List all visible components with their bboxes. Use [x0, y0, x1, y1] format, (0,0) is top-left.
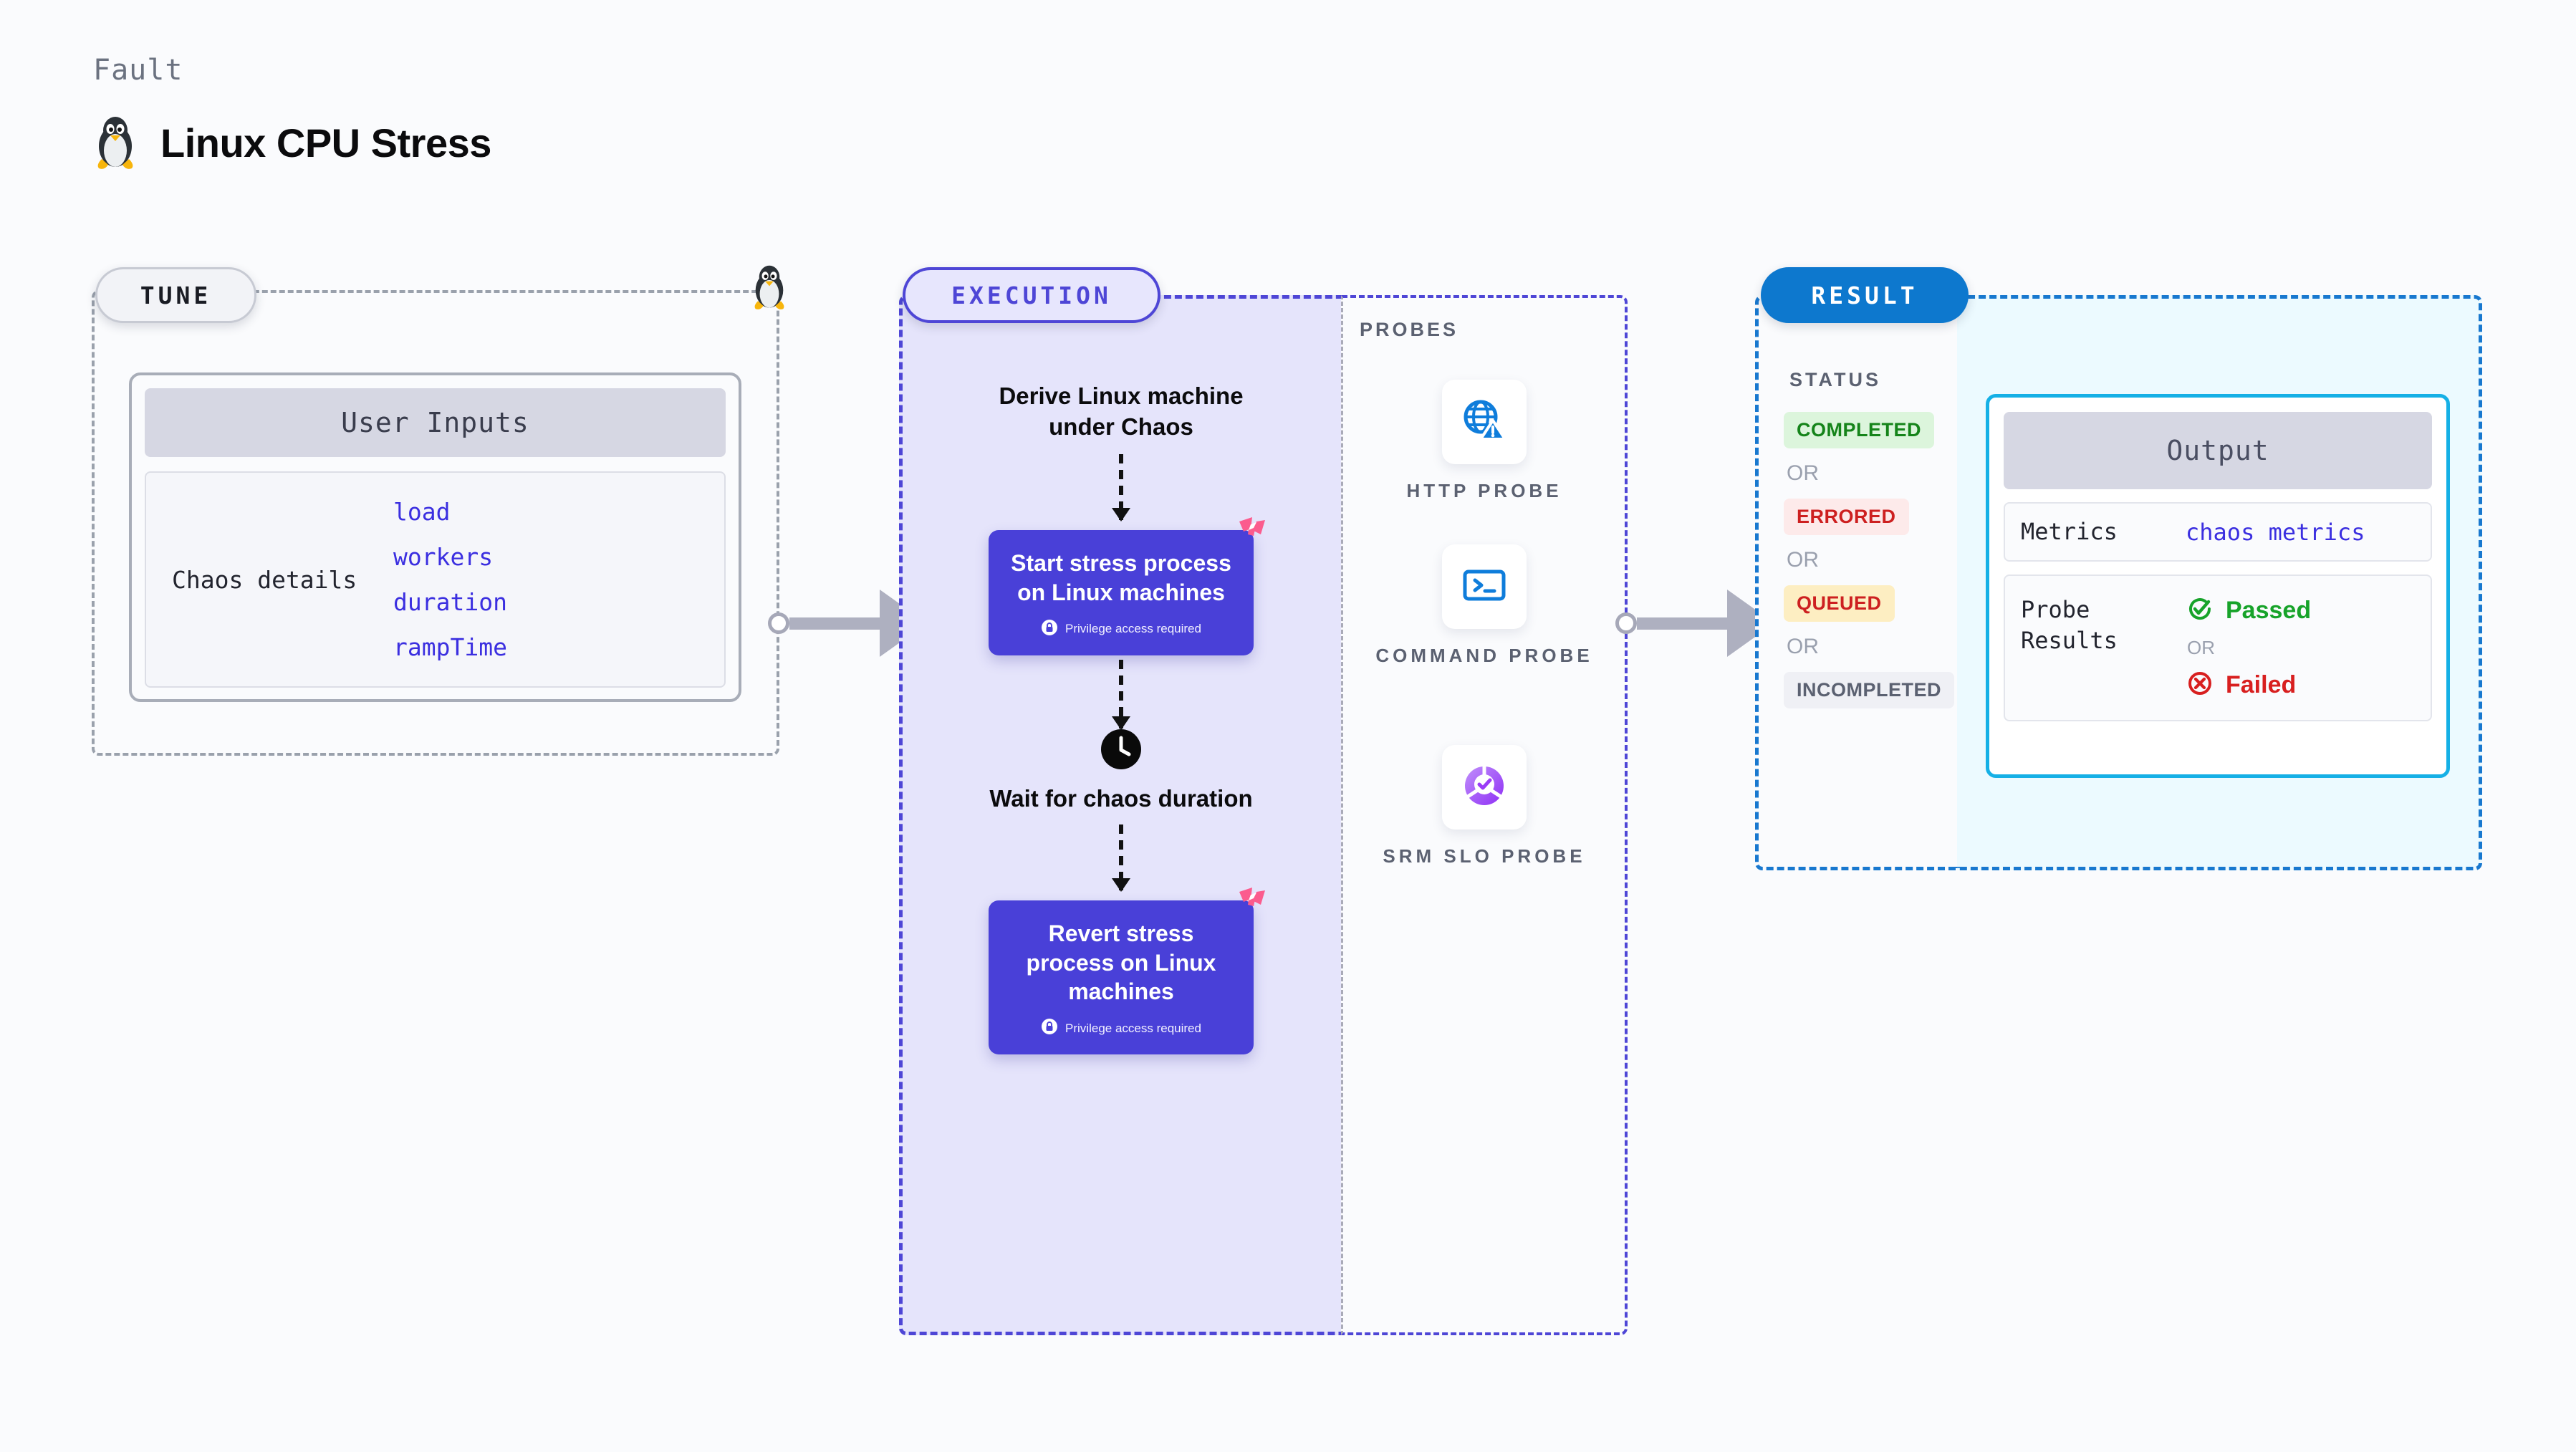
- result-pill[interactable]: RESULT: [1761, 267, 1969, 323]
- globe-warning-icon: [1458, 395, 1510, 450]
- output-header: Output: [2004, 412, 2432, 489]
- clock-icon: [1100, 729, 1142, 774]
- page-eyebrow: Fault: [93, 54, 183, 87]
- privilege-note-text-1: Privilege access required: [1065, 622, 1201, 636]
- status-title: STATUS: [1789, 369, 1881, 390]
- probe-result-passed-label: Passed: [2226, 597, 2312, 625]
- status-list: COMPLETED OR ERRORED OR QUEUED OR INCOMP…: [1784, 412, 1955, 708]
- output-probe-results-values: Passed OR Failed: [2186, 595, 2311, 701]
- linux-penguin-icon: [93, 115, 138, 170]
- check-circle-icon: [2186, 595, 2214, 627]
- page-title: Linux CPU Stress: [160, 120, 491, 165]
- input-field-ramptime[interactable]: rampTime: [393, 633, 507, 661]
- status-badge-queued: QUEUED: [1784, 585, 1895, 622]
- output-metrics-label: Metrics: [2021, 518, 2118, 545]
- chaos-details-row: Chaos details load workers duration ramp…: [145, 471, 726, 688]
- lock-icon: [1041, 1018, 1058, 1039]
- chaos-details-values: load workers duration rampTime: [393, 498, 507, 661]
- lock-icon: [1041, 619, 1058, 640]
- status-or-1: OR: [1787, 461, 1819, 485]
- action-revert-stress-title: Revert stress process on Linux machines: [1026, 920, 1216, 1005]
- status-badge-errored: ERRORED: [1784, 499, 1909, 535]
- probe-http[interactable]: HTTP PROBE: [1341, 380, 1628, 504]
- action-start-stress-title: Start stress process on Linux machines: [1011, 549, 1231, 605]
- probe-srm-slo-label: SRM SLO PROBE: [1383, 845, 1586, 867]
- probe-command[interactable]: COMMAND PROBE: [1341, 544, 1628, 668]
- tune-edge-penguin-icon: [751, 264, 788, 314]
- probe-http-label: HTTP PROBE: [1406, 480, 1562, 501]
- harness-logo-icon: [1235, 513, 1269, 551]
- output-probe-results-label: Probe Results: [2021, 596, 2118, 655]
- status-badge-incompleted: INCOMPLETED: [1784, 672, 1955, 708]
- probe-result-failed-label: Failed: [2226, 671, 2297, 699]
- probe-result-failed: Failed: [2186, 669, 2311, 701]
- flow-arrow-1: [1119, 453, 1123, 520]
- probe-srm-slo[interactable]: SRM SLO PROBE: [1341, 745, 1628, 869]
- probes-title: PROBES: [1360, 319, 1459, 340]
- probe-result-or: OR: [2187, 637, 2215, 659]
- user-inputs-header: User Inputs: [145, 388, 726, 457]
- flow-step-derive-label: Derive Linux machine under Chaos: [999, 383, 1244, 440]
- connector-line: [1637, 617, 1729, 630]
- tune-panel: [92, 290, 779, 756]
- status-or-2: OR: [1787, 548, 1819, 572]
- page-title-row: Linux CPU Stress: [93, 115, 491, 170]
- output-metrics-row: Metrics chaos metrics: [2004, 502, 2432, 562]
- tune-pill[interactable]: TUNE: [95, 267, 256, 323]
- connector-start-dot: [1615, 612, 1637, 634]
- probe-srm-slo-tile[interactable]: [1442, 745, 1527, 830]
- x-circle-icon: [2186, 669, 2214, 701]
- action-revert-stress[interactable]: Revert stress process on Linux machines …: [989, 887, 1265, 1055]
- output-probe-results-row: Probe Results Passed OR: [2004, 574, 2432, 722]
- harness-logo-icon: [1235, 883, 1269, 921]
- output-metrics-value[interactable]: chaos metrics: [2186, 518, 2365, 546]
- flow-arrow-2: [1119, 659, 1123, 729]
- slo-donut-check-icon: [1459, 761, 1509, 814]
- flow-arrow-3: [1119, 824, 1123, 890]
- privilege-note-text-2: Privilege access required: [1065, 1021, 1201, 1035]
- status-or-3: OR: [1787, 635, 1819, 658]
- action-start-stress[interactable]: Start stress process on Linux machines P…: [989, 516, 1265, 655]
- output-card: Output Metrics chaos metrics Probe Resul…: [1986, 394, 2450, 778]
- terminal-icon: [1459, 560, 1509, 614]
- connector-start-dot: [768, 612, 789, 634]
- probe-command-label: COMMAND PROBE: [1375, 645, 1593, 666]
- input-field-workers[interactable]: workers: [393, 543, 494, 571]
- input-field-load[interactable]: load: [393, 498, 451, 526]
- result-status-panel: [1755, 295, 1959, 870]
- status-badge-completed: COMPLETED: [1784, 412, 1935, 448]
- privilege-note-2: Privilege access required: [1001, 1018, 1241, 1039]
- probe-command-tile[interactable]: [1442, 544, 1527, 629]
- flow-step-wait-label: Wait for chaos duration: [989, 784, 1253, 812]
- input-field-duration[interactable]: duration: [393, 588, 507, 616]
- probe-http-tile[interactable]: [1442, 380, 1527, 464]
- probe-result-passed: Passed: [2186, 595, 2311, 627]
- user-inputs-card: User Inputs Chaos details load workers d…: [129, 372, 741, 702]
- chaos-details-label: Chaos details: [172, 565, 357, 594]
- execution-pill[interactable]: EXECUTION: [903, 267, 1160, 323]
- privilege-note-1: Privilege access required: [1001, 619, 1241, 640]
- connector-line: [789, 617, 881, 630]
- execution-flow: Derive Linux machine under Chaos Start s…: [899, 295, 1343, 1335]
